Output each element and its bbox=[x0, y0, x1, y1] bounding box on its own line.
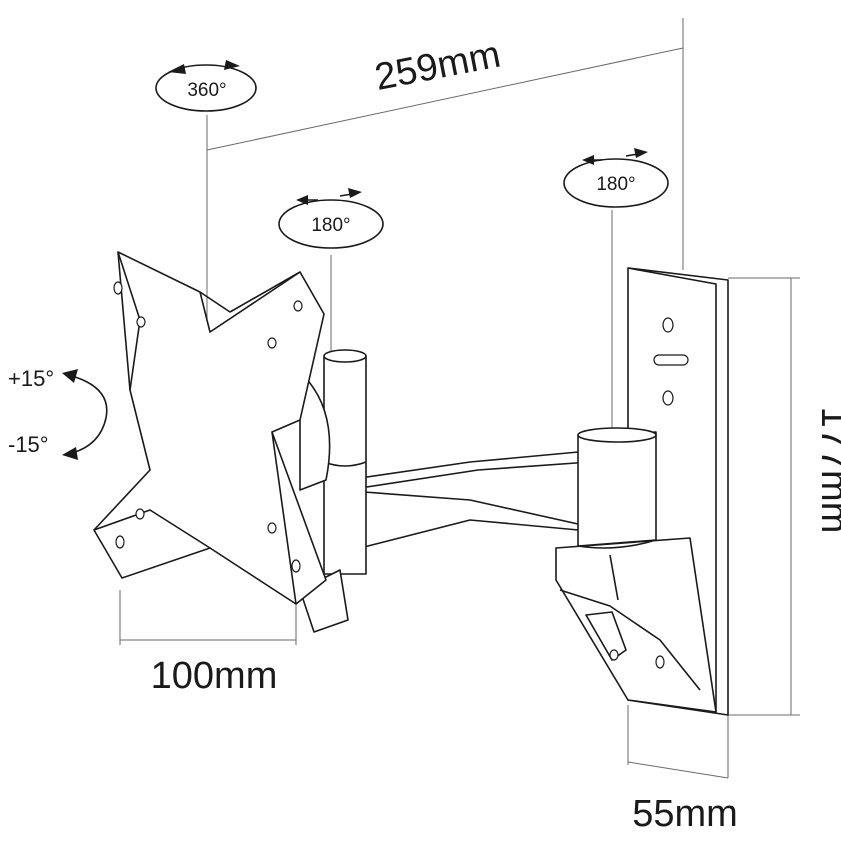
wall-pivot-cap bbox=[577, 427, 657, 443]
bracket-tab bbox=[585, 611, 627, 661]
height-label: 177mm bbox=[813, 407, 841, 534]
vesa-plate-face bbox=[93, 251, 327, 605]
vesa-plate bbox=[93, 251, 327, 605]
rotate-arrow-icon bbox=[168, 64, 186, 74]
tilt-down-label: -15° bbox=[8, 432, 49, 457]
arm-swivel-badge: 180° bbox=[278, 188, 384, 249]
depth-label: 259mm bbox=[372, 34, 504, 99]
bracket-body bbox=[555, 537, 717, 713]
tilt-disc bbox=[299, 371, 331, 491]
vesa-hole-icon bbox=[115, 535, 125, 549]
rotation-ellipse bbox=[155, 64, 257, 112]
vesa-arm-fold bbox=[199, 271, 301, 313]
vesa-hole-icon bbox=[113, 281, 123, 295]
tilt-indicator: +15° -15° bbox=[8, 366, 108, 460]
screw-hole-icon bbox=[655, 655, 665, 669]
vesa-hole-icon bbox=[267, 337, 277, 349]
wall-swivel-badge: 180° bbox=[563, 148, 669, 208]
swivel-arrowhead-icon bbox=[634, 148, 648, 158]
slot-hole-icon bbox=[653, 354, 689, 366]
arm-swivel-label: 180° bbox=[311, 215, 350, 236]
bracket-fold bbox=[559, 589, 701, 691]
swivel-arrowhead-icon bbox=[296, 195, 308, 205]
wall-plate-edge bbox=[627, 267, 717, 712]
plate-rotation-label: 360° bbox=[187, 80, 226, 101]
wall-pivot-barrel bbox=[577, 431, 657, 547]
screw-hole-icon bbox=[662, 390, 674, 406]
vesa-arm-fold bbox=[93, 509, 211, 549]
wall-pivot-base bbox=[577, 539, 657, 549]
rotate-arrow-icon bbox=[224, 60, 240, 70]
vesa-arm-fold bbox=[271, 431, 297, 605]
head-pivot bbox=[299, 349, 367, 633]
swivel-arrowhead-icon bbox=[582, 155, 594, 165]
head-pivot-cap bbox=[323, 349, 367, 363]
tilt-arrow-up-icon bbox=[62, 369, 78, 383]
swivel-arrowhead-icon bbox=[348, 188, 362, 198]
swing-arm bbox=[359, 427, 657, 549]
arm-body bbox=[359, 449, 613, 549]
tilt-arc bbox=[71, 375, 108, 454]
vesa-hole-icon bbox=[267, 522, 277, 534]
plate-dimension-line bbox=[627, 761, 729, 779]
tilt-up-label: +15° bbox=[8, 366, 54, 391]
wall-swivel-label: 180° bbox=[596, 174, 635, 195]
screw-hole-icon bbox=[662, 317, 674, 333]
vesa-hole-icon bbox=[135, 508, 145, 520]
screw-hole-icon bbox=[609, 649, 619, 661]
tilt-arrow-down-icon bbox=[62, 447, 78, 460]
head-pivot-barrel bbox=[323, 355, 367, 575]
vesa-label: 100mm bbox=[151, 655, 278, 697]
dimension-lines bbox=[119, 18, 800, 779]
arm-edge bbox=[359, 461, 591, 489]
plate-rotation-badge: 360° bbox=[155, 60, 257, 112]
vesa-hole-icon bbox=[293, 300, 303, 312]
swivel-ellipse bbox=[563, 158, 669, 208]
vesa-hole-icon bbox=[291, 559, 301, 573]
swivel-ellipse bbox=[278, 199, 384, 249]
arm-edge bbox=[363, 491, 597, 529]
wall-plate-label: 55mm bbox=[632, 793, 738, 835]
vesa-hole-icon bbox=[136, 316, 146, 328]
depth-dimension-line bbox=[206, 47, 684, 151]
bracket-fold bbox=[609, 554, 619, 601]
wall-bracket bbox=[555, 537, 717, 713]
